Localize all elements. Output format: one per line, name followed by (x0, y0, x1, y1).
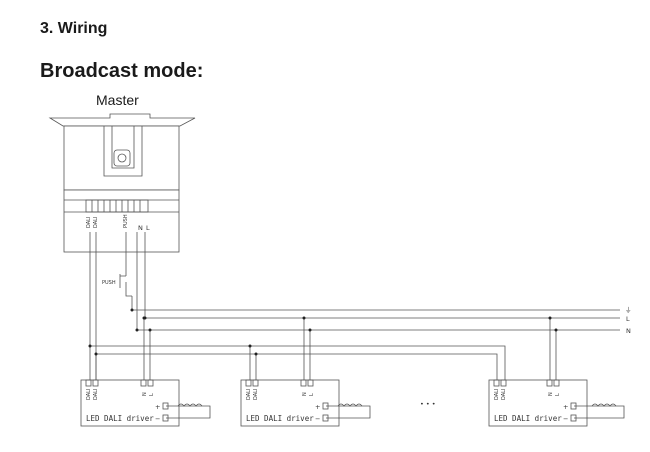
driver-1 (80, 318, 211, 427)
driver-2-l: L (309, 393, 315, 396)
mode-title: Broadcast mode: (40, 60, 204, 82)
driver-3 (488, 318, 625, 427)
driver-3-plus: + (563, 403, 568, 411)
master-terminal-dali-2: DALI (93, 217, 99, 228)
led-coil-3 (591, 403, 617, 407)
earth-label: ⏚ (625, 306, 632, 314)
driver-2-n: N (302, 392, 308, 396)
driver-ellipsis: • • • (420, 400, 436, 408)
driver-1-dali-2: DALI (93, 389, 99, 400)
master-terminal-n: N (138, 224, 143, 232)
push-label: PUSH (102, 280, 116, 286)
driver-1-dali-1: DALI (86, 389, 92, 400)
driver-1-plus: + (155, 403, 160, 411)
led-coil-1 (177, 403, 203, 407)
driver-1-l: L (149, 393, 155, 396)
driver-2-dali-2: DALI (253, 389, 259, 400)
master-terminal-l: L (146, 224, 150, 232)
driver-3-dali-2: DALI (501, 389, 507, 400)
driver-3-l: L (555, 393, 561, 396)
driver-1-minus: − (155, 415, 160, 423)
live-label: L (626, 315, 630, 323)
led-coil-2 (337, 403, 363, 407)
driver-3-label: LED DALI driver (494, 414, 562, 423)
push-switch (119, 272, 127, 288)
master-terminal-push: PUSH (123, 214, 129, 228)
dali-bus-2 (96, 353, 498, 380)
driver-3-dali-1: DALI (494, 389, 500, 400)
driver-2-dali-1: DALI (246, 389, 252, 400)
driver-3-n: N (548, 392, 554, 396)
dali-bus-1 (90, 345, 506, 380)
driver-3-minus: − (563, 415, 568, 423)
section-title: 3. Wiring (40, 20, 108, 37)
driver-2-minus: − (315, 415, 320, 423)
driver-1-label: LED DALI driver (86, 414, 154, 423)
driver-2-label: LED DALI driver (246, 414, 314, 423)
master-device (48, 113, 196, 253)
driver-2-plus: + (315, 403, 320, 411)
master-terminal-dali-1: DALI (86, 217, 92, 228)
driver-1-n: N (142, 392, 148, 396)
master-label: Master (96, 92, 139, 108)
driver-2 (240, 318, 371, 427)
neutral-label: N (626, 327, 631, 335)
